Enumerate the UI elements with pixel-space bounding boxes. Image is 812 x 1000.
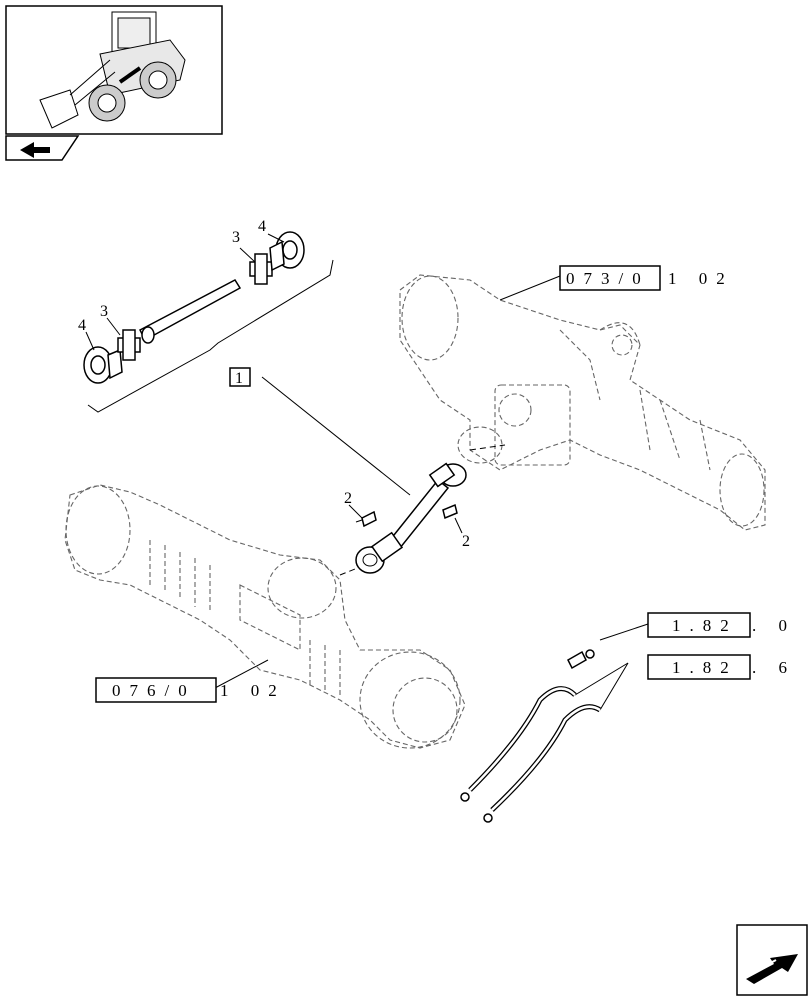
ref-front-axle-suffix: 1 02: [220, 681, 286, 700]
ref-rear-axle[interactable]: 073/0 1 02: [559, 265, 734, 291]
ref-hoses-box: 1.82: [672, 658, 738, 677]
ref-sensor-suffix: . 0: [752, 616, 796, 635]
ref-rear-axle-suffix: 1 02: [668, 269, 734, 288]
rear-axle-housing: [399, 274, 766, 531]
callout-cross-upper: 3: [232, 229, 240, 246]
ref-hoses[interactable]: 1.82 . 6: [647, 654, 796, 680]
inset-cross-upper: [249, 253, 273, 285]
screw-left[interactable]: [348, 504, 377, 528]
ref-sensor-box: 1.82: [672, 616, 738, 635]
exploded-inset: [83, 231, 334, 413]
front-axle-housing: [64, 484, 466, 749]
inset-shaft: [139, 279, 242, 344]
ref-front-axle-box: 076/0: [112, 681, 196, 700]
callout-part-1: 1: [235, 370, 243, 387]
loader-sketch: [39, 11, 186, 129]
sensor-part[interactable]: [567, 649, 595, 670]
inset-flange-lower: [83, 346, 123, 384]
ref-rear-axle-box: 073/0: [566, 269, 650, 288]
back-arrow-icon[interactable]: [5, 135, 80, 161]
wheel-loader-thumbnail[interactable]: [0, 0, 230, 165]
callout-screw-left: 2: [344, 490, 352, 507]
driveshaft-main[interactable]: [339, 444, 506, 576]
callout-flange-lower: 4: [78, 317, 86, 334]
callout-cross-lower: 3: [100, 303, 108, 320]
inset-cross-lower: [117, 329, 141, 361]
hose-assembly[interactable]: [460, 686, 602, 823]
next-page-arrow-icon[interactable]: [736, 924, 808, 996]
ref-hoses-suffix: . 6: [752, 658, 796, 677]
ref-front-axle[interactable]: 076/0 1 02: [95, 677, 286, 703]
screw-right[interactable]: [442, 503, 463, 534]
callout-screw-right: 2: [462, 533, 470, 550]
callout-flange-upper: 4: [258, 218, 266, 235]
ref-sensor[interactable]: 1.82 . 0: [647, 612, 796, 638]
